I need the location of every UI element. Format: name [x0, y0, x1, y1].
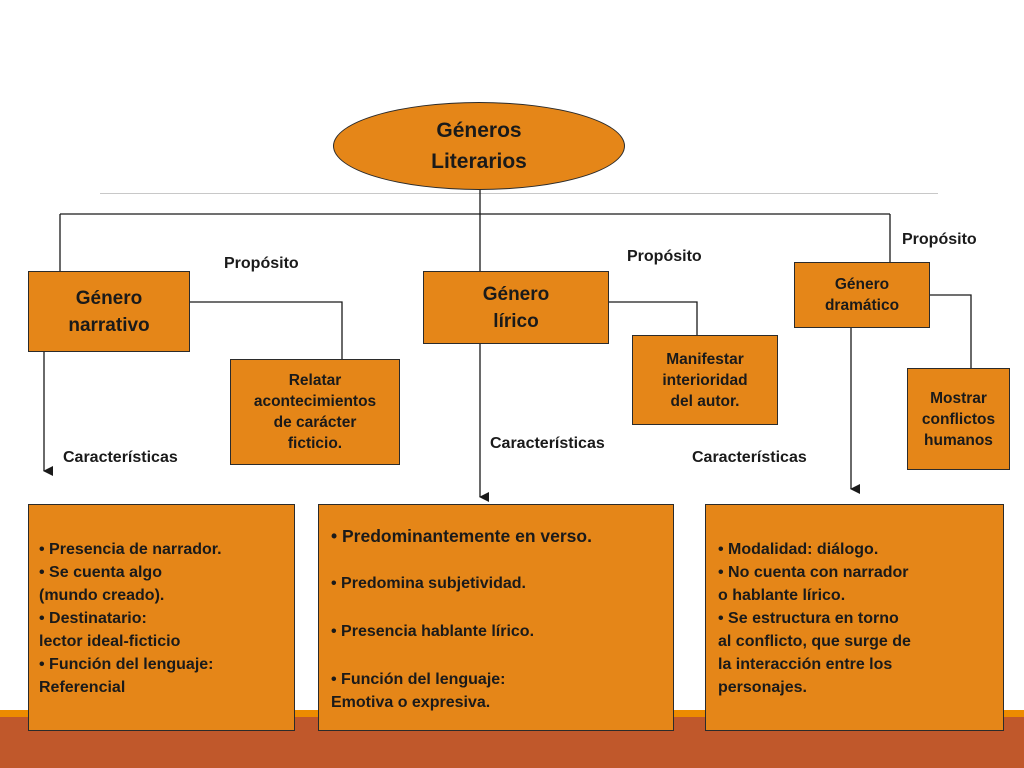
background-rule	[100, 193, 938, 194]
purpose-label-narrativo: Propósito	[224, 255, 299, 272]
list-item: • Función del lenguaje: Referencial	[39, 656, 214, 696]
list-item: • Predominantemente en verso.	[331, 526, 592, 546]
list-item: • Se estructura en torno al conflicto, q…	[718, 610, 911, 696]
purpose-box-narrativo: Relatar acontecimientos de carácter fict…	[230, 359, 400, 465]
purpose-label-dramatico: Propósito	[902, 231, 977, 248]
genre-box-narrativo: Género narrativo	[28, 271, 190, 352]
connector-dramatico-purpose	[929, 294, 972, 368]
characteristics-label-narrativo: Características	[63, 449, 178, 466]
list-item: • Se cuenta algo (mundo creado).	[39, 564, 165, 604]
purpose-label-lirico: Propósito	[627, 248, 702, 265]
genre-box-dramatico: Género dramático	[794, 262, 930, 328]
genre-box-lirico: Género lírico	[423, 271, 609, 344]
list-item: • Función del lenguaje: Emotiva o expres…	[331, 671, 506, 711]
list-item: • Presencia de narrador.	[39, 541, 222, 558]
list-item: • Destinatario: lector ideal-ficticio	[39, 610, 181, 650]
characteristics-box-dramatico: • Modalidad: diálogo. • No cuenta con na…	[705, 504, 1004, 731]
connector-narrativo-purpose	[189, 301, 343, 359]
characteristics-box-narrativo: • Presencia de narrador. • Se cuenta alg…	[28, 504, 295, 731]
root-node-generos-literarios: Géneros Literarios	[333, 102, 625, 190]
list-item: • No cuenta con narrador o hablante líri…	[718, 564, 909, 604]
list-item: • Presencia hablante lírico.	[331, 623, 535, 640]
purpose-box-dramatico: Mostrar conflictos humanos	[907, 368, 1010, 470]
connector-lirico-purpose	[608, 301, 698, 335]
characteristics-label-lirico: Características	[490, 435, 605, 452]
characteristics-box-lirico: • Predominantemente en verso. • Predomin…	[318, 504, 674, 731]
list-item: • Predomina subjetividad.	[331, 575, 526, 592]
list-item: • Modalidad: diálogo.	[718, 541, 879, 558]
characteristics-label-dramatico: Características	[692, 449, 807, 466]
purpose-box-lirico: Manifestar interioridad del autor.	[632, 335, 778, 425]
